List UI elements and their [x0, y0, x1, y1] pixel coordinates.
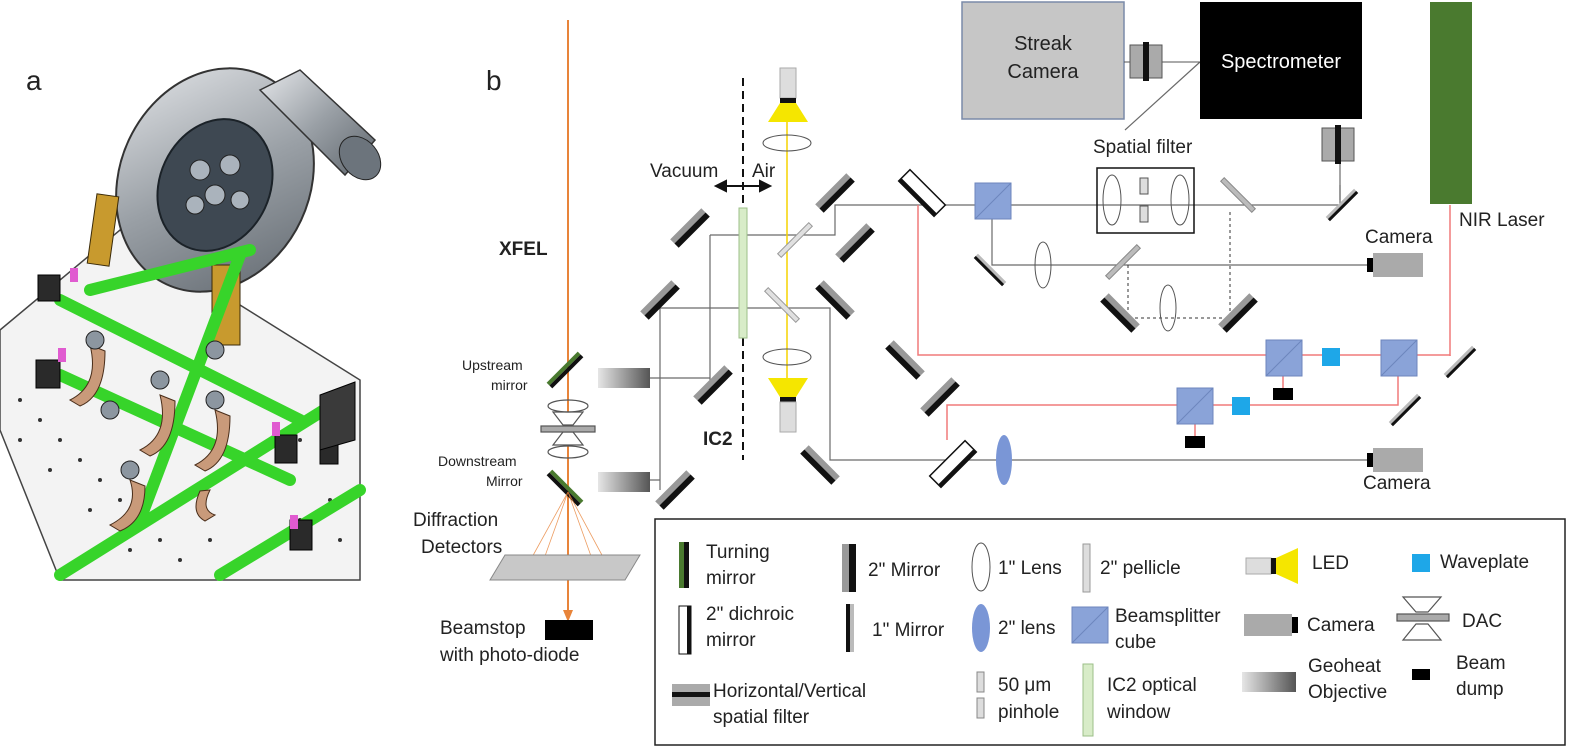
legend-beam-dump-1: Beam	[1456, 653, 1506, 674]
downstream-mirror-label-1: Downstream	[438, 453, 517, 469]
spectrometer-spatial-filter	[1321, 125, 1355, 164]
lens-2in	[996, 435, 1012, 485]
legend-turning-mirror-1: Turning	[706, 542, 770, 563]
beam-dump-lower	[1185, 436, 1205, 448]
legend-geoheat-2: Objective	[1308, 682, 1388, 703]
beam-dump-upper	[1273, 388, 1293, 400]
turning-mirrors	[546, 351, 584, 507]
one-inch-mirrors	[973, 188, 1477, 427]
legend-dichroic-mirror-2: mirror	[706, 630, 756, 651]
spatial-filter-box	[1096, 167, 1195, 234]
beamsplitter-cubes	[974, 182, 1418, 425]
xfel-label: XFEL	[499, 239, 548, 260]
legend-dac: DAC	[1462, 611, 1503, 632]
vacuum-label: Vacuum	[650, 161, 719, 182]
diffraction-detectors-label-2: Detectors	[421, 537, 503, 558]
streak-spatial-filter	[1129, 42, 1163, 81]
lens-1in-b	[1159, 284, 1177, 332]
legend-symbols	[672, 542, 1450, 737]
diffraction-detectors-label-1: Diffraction	[413, 510, 499, 531]
legend-waveplate: Waveplate	[1440, 552, 1530, 573]
legend-one-inch-mirror: 1" Mirror	[872, 620, 945, 641]
legend-two-inch-pellicle: 2" pellicle	[1100, 558, 1181, 579]
legend-beamsplitter-2: cube	[1115, 632, 1157, 653]
nir-laser-label: NIR Laser	[1459, 210, 1545, 231]
legend-geoheat-1: Geoheat	[1308, 656, 1381, 677]
streak-camera-box	[961, 1, 1125, 120]
pellicles	[763, 176, 1257, 324]
streak-camera-label-1: Streak	[1014, 32, 1072, 55]
waveplate-upper	[1322, 348, 1340, 366]
panel-label-a: a	[26, 65, 42, 96]
led-bottom	[762, 348, 812, 433]
legend-two-inch-mirror: 2" Mirror	[868, 560, 941, 581]
legend-dichroic-mirror-1: 2" dichroic	[706, 604, 795, 625]
ic2-label: IC2	[703, 429, 733, 450]
ic2-window	[738, 207, 748, 339]
legend-two-inch-lens: 2" lens	[998, 618, 1056, 639]
vacuum-air-arrows	[713, 179, 773, 193]
camera-top	[1367, 253, 1423, 277]
led-top	[762, 67, 812, 152]
upstream-mirror-label-2: mirror	[491, 377, 528, 393]
upstream-mirror-label-1: Upstream	[462, 357, 523, 373]
dotted-path	[1127, 210, 1231, 319]
dichroic-mirrors	[897, 168, 978, 489]
nir-laser-source	[1430, 2, 1472, 204]
spectrometer-box	[1200, 2, 1362, 119]
legend-one-inch-lens: 1" Lens	[998, 558, 1062, 579]
legend-pinhole-1: 50 μm	[998, 675, 1052, 696]
legend-led: LED	[1312, 553, 1349, 574]
spectrometer-label: Spectrometer	[1220, 50, 1342, 73]
geoheat-objective-lower	[598, 472, 650, 492]
xfel-arrow-head	[563, 610, 573, 622]
legend-hv-filter-1: Horizontal/Vertical	[713, 681, 867, 702]
dac	[540, 399, 596, 459]
legend-ic2-window-1: IC2 optical	[1107, 675, 1197, 696]
two-inch-mirrors	[640, 173, 1258, 510]
geoheat-objective-upper	[598, 368, 650, 388]
camera-bottom	[1367, 448, 1423, 472]
panel-label-b: b	[486, 65, 502, 96]
air-label: Air	[752, 161, 776, 182]
legend-turning-mirror-2: mirror	[706, 568, 756, 589]
camera-top-label: Camera	[1365, 227, 1433, 248]
panel-a-cad-render	[0, 67, 382, 581]
spatial-filter-label: Spatial filter	[1093, 137, 1193, 158]
diffraction-detector	[489, 554, 641, 581]
beamstop	[545, 620, 593, 640]
legend-beamsplitter-1: Beamsplitter	[1115, 606, 1221, 627]
legend-ic2-window-2: window	[1107, 702, 1171, 723]
streak-camera-label-2: Camera	[1007, 60, 1079, 83]
legend-pinhole-2: pinhole	[998, 702, 1060, 723]
stage-left	[86, 193, 120, 267]
legend-hv-filter-2: spatial filter	[713, 707, 810, 728]
legend-camera: Camera	[1307, 615, 1375, 636]
beamstop-label-2: with photo-diode	[440, 645, 580, 666]
beamstop-label-1: Beamstop	[440, 618, 526, 639]
optic-posts	[68, 344, 231, 532]
waveplate-lower	[1232, 397, 1250, 415]
green-beams	[54, 244, 366, 581]
downstream-mirror-label-2: Mirror	[486, 473, 523, 489]
lens-1in-a	[1034, 241, 1052, 289]
legend-beam-dump-2: dump	[1456, 679, 1504, 700]
camera-bottom-label: Camera	[1363, 473, 1431, 494]
grey-beam-paths	[600, 61, 1370, 490]
